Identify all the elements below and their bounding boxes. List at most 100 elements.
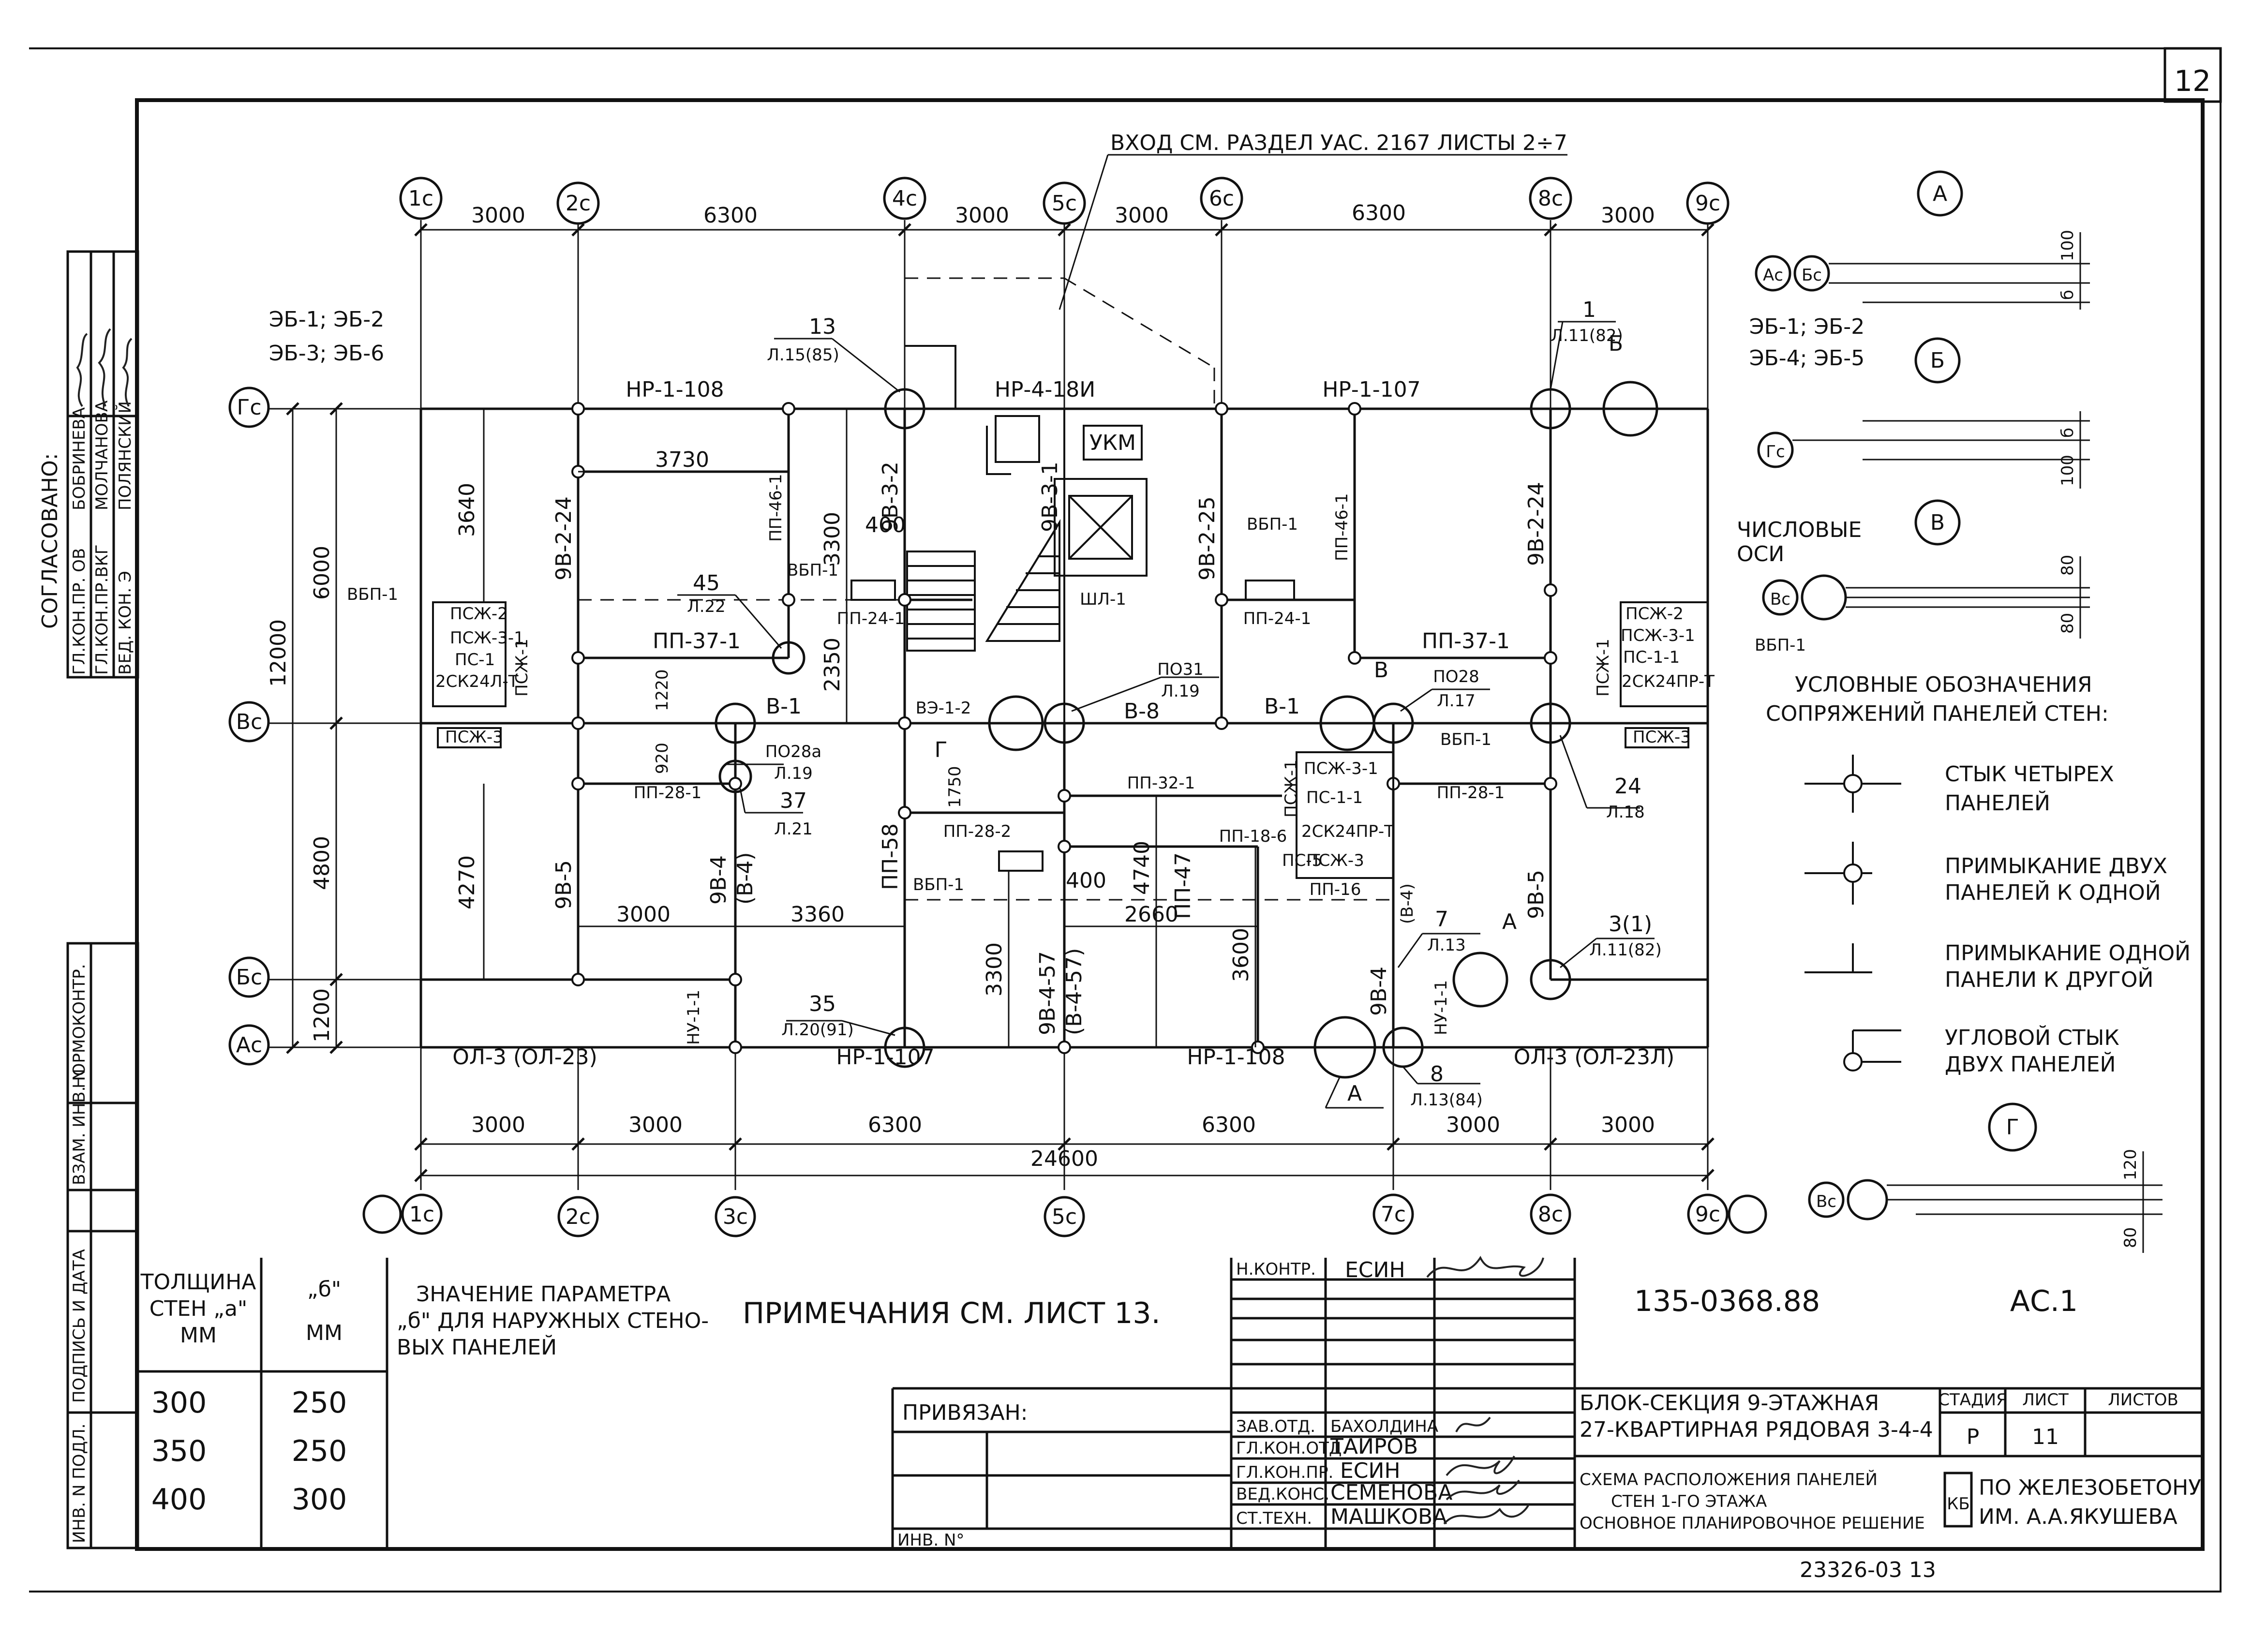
table-r3-b: 300 bbox=[292, 1483, 347, 1517]
v9-225: 9В-2-25 bbox=[1195, 496, 1220, 580]
table-r2-a: 350 bbox=[151, 1434, 207, 1468]
handwritten-signatures bbox=[1426, 1256, 1544, 1525]
callout-circles bbox=[715, 381, 1658, 1079]
a-label-bottom: А bbox=[1347, 1081, 1362, 1106]
dim-3300b: 3300 bbox=[982, 942, 1007, 997]
ref-13-num: 13 bbox=[809, 314, 836, 339]
detail-v-note-2: ОСИ bbox=[1737, 542, 1784, 566]
psj31-left: ПСЖ-3-1 bbox=[450, 628, 524, 648]
legend-item-3a: ПРИМЫКАНИЕ ОДНОЙ bbox=[1945, 940, 2191, 966]
nr-top-mid: НР-4-18И bbox=[995, 377, 1095, 402]
detail-lines bbox=[1792, 232, 2163, 1253]
top-axes bbox=[399, 177, 1730, 225]
ve12: ВЭ-1-2 bbox=[916, 699, 971, 718]
v9-4b: (В-4) bbox=[733, 852, 758, 905]
dim-3640: 3640 bbox=[455, 483, 479, 537]
ps11-right: ПС-1-1 bbox=[1623, 648, 1680, 667]
sk-right: 2СК24ПР-Т bbox=[1622, 672, 1715, 691]
org-logo-box bbox=[1943, 1472, 1973, 1528]
ref-po28a-num: ПО28а bbox=[765, 742, 821, 761]
sig-role-3: ГЛ.КОН.ОТД. bbox=[1236, 1439, 1347, 1458]
psj1-mid: ПСЖ-1 bbox=[1282, 759, 1301, 818]
table-h1-b: СТЕН „а" bbox=[149, 1296, 247, 1321]
top-dim-3: 3000 bbox=[955, 203, 1009, 228]
stair-core bbox=[905, 345, 1148, 723]
ref-8-num: 8 bbox=[1430, 1062, 1444, 1086]
vbp-low: ВБП-1 bbox=[913, 875, 964, 894]
nu-right: НУ-1-1 bbox=[1432, 980, 1451, 1035]
bottom-axis-5c: 5с bbox=[1052, 1205, 1077, 1229]
v1b: В-1 bbox=[1264, 694, 1300, 719]
ps1-left: ПС-1 bbox=[455, 650, 495, 670]
sheet-frames bbox=[29, 47, 2222, 1592]
dim-4740: 4740 bbox=[1130, 841, 1154, 895]
detail-a-ax1: Ас bbox=[1763, 266, 1783, 285]
param-note-1: ЗНАЧЕНИЕ ПАРАМЕТРА bbox=[416, 1282, 671, 1307]
dim-1750: 1750 bbox=[945, 766, 965, 808]
v9-224a: 9В-2-24 bbox=[552, 496, 576, 580]
vertical-panel-labels: 9В-2-24 ПП-46-1 9В-3-2 9В-3-1 9В-2-25 ПП… bbox=[552, 461, 1549, 1045]
dim-3000: 3000 bbox=[616, 902, 671, 927]
sheets-header: ЛИСТОВ bbox=[2108, 1390, 2178, 1410]
dim-3730: 3730 bbox=[655, 447, 709, 472]
v9-4c: 9В-4 bbox=[1367, 967, 1391, 1016]
sheet-value: 11 bbox=[2032, 1425, 2059, 1449]
ref-po28-num: ПО28 bbox=[1433, 667, 1479, 686]
top-axis-5c: 5с bbox=[1052, 191, 1077, 216]
pp32: ПП-32-1 bbox=[1127, 774, 1195, 793]
psj1-left: ПСЖ-1 bbox=[512, 639, 532, 697]
nu-left: НУ-1-1 bbox=[684, 990, 703, 1045]
sig-name-2: БАХОЛДИНА bbox=[1330, 1417, 1438, 1436]
sig-name-1: ЕСИН bbox=[1345, 1258, 1405, 1282]
v9-457b: (В-4-57) bbox=[1062, 948, 1087, 1035]
left-axes bbox=[228, 387, 270, 1066]
ref-37-sheet: Л.21 bbox=[774, 819, 813, 839]
sk-mid: 2СК24ПР-Т bbox=[1301, 822, 1394, 841]
psj3-left: ПСЖ-3 bbox=[445, 728, 503, 747]
dimension-ticks bbox=[286, 223, 1715, 1182]
shl-label: ШЛ-1 bbox=[1080, 590, 1126, 609]
detail-a-d2: б bbox=[2058, 290, 2077, 300]
detail-marks bbox=[1755, 170, 2037, 1220]
ref-po28a-sheet: Л.19 bbox=[774, 764, 813, 783]
legend-title-2: СОПРЯЖЕНИЙ ПАНЕЛЕЙ СТЕН: bbox=[1766, 700, 2109, 726]
top-dim-5: 6300 bbox=[1352, 201, 1406, 225]
bottom-axis-9c: 9с bbox=[1695, 1202, 1720, 1227]
bottom-axis-7c: 7с bbox=[1381, 1202, 1406, 1227]
detail-b-ax: Гс bbox=[1766, 442, 1785, 461]
top-axis-6c: 6с bbox=[1209, 186, 1234, 211]
ref-8-sheet: Л.13(84) bbox=[1410, 1090, 1482, 1110]
vbp-right-out: ВБП-1 bbox=[1755, 636, 1806, 655]
ref-3-sheet: Л.11(82) bbox=[1589, 940, 1661, 960]
v8: В-8 bbox=[1124, 699, 1160, 724]
sig-name-3: ТАИРОВ bbox=[1330, 1434, 1418, 1459]
left-axis-bc: Бс bbox=[236, 965, 262, 990]
detail-b-d1: б bbox=[2058, 428, 2077, 438]
detail-a-d1: 100 bbox=[2058, 230, 2077, 261]
approval-signatures bbox=[76, 328, 133, 407]
v9-4: 9В-4 bbox=[706, 855, 731, 905]
dim-4270: 4270 bbox=[455, 855, 479, 909]
v-label: В bbox=[1374, 658, 1388, 683]
legend-item-3b: ПАНЕЛИ К ДРУГОЙ bbox=[1945, 967, 2153, 992]
legend-item-2b: ПАНЕЛЕЙ К ОДНОЙ bbox=[1945, 879, 2161, 905]
project-1: БЛОК-СЕКЦИЯ 9-ЭТАЖНАЯ bbox=[1580, 1391, 1879, 1415]
nr-top-left: НР-1-108 bbox=[626, 377, 724, 402]
detail-v-mark: В bbox=[1930, 510, 1945, 535]
top-dim-1: 3000 bbox=[471, 203, 525, 228]
sheet-title-3: ОСНОВНОЕ ПЛАНИРОВОЧНОЕ РЕШЕНИЕ bbox=[1580, 1514, 1925, 1533]
eb-right-1: ЭБ-1; ЭБ-2 bbox=[1749, 314, 1864, 339]
table-r3-a: 400 bbox=[151, 1483, 207, 1517]
approval-strip bbox=[66, 250, 139, 1549]
left-axis-vc: Вс bbox=[236, 710, 262, 734]
sheet-title-2: СТЕН 1-ГО ЭТАЖА bbox=[1611, 1492, 1767, 1511]
left-dim-4800: 4800 bbox=[310, 836, 334, 890]
sig-name-4: ЕСИН bbox=[1340, 1459, 1401, 1483]
psj2-left: ПСЖ-2 bbox=[450, 604, 508, 624]
bottom-dim-4: 6300 bbox=[1202, 1113, 1256, 1137]
pp37-left: ПП-37-1 bbox=[653, 629, 741, 654]
eb-left-2: ЭБ-3; ЭБ-6 bbox=[269, 341, 384, 366]
ref-3-num: 3(1) bbox=[1609, 912, 1652, 937]
sig-role-1: Н.КОНТР. bbox=[1236, 1260, 1316, 1279]
sig-role-2: ЗАВ.ОТД. bbox=[1236, 1417, 1315, 1436]
